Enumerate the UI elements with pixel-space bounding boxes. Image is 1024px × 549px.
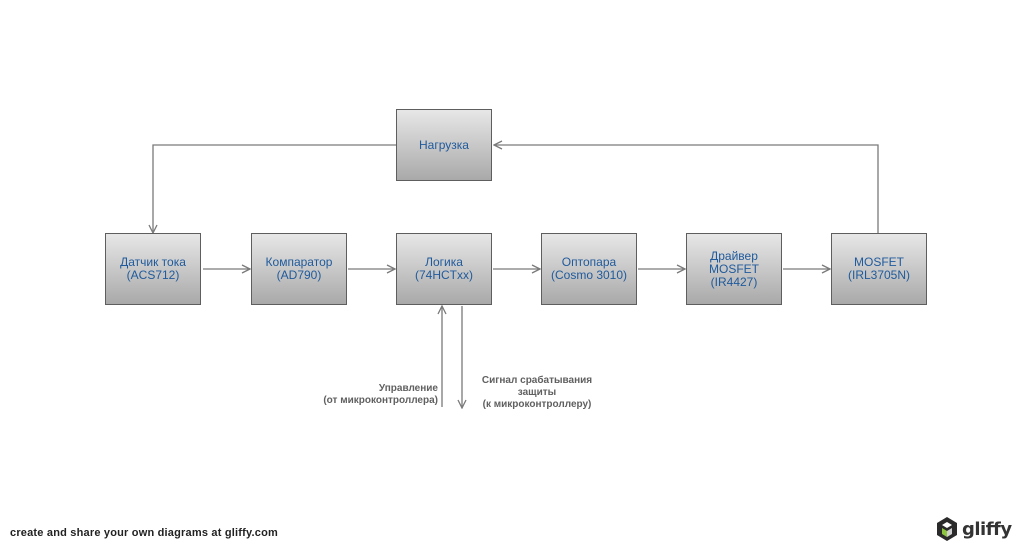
node-mosfet-part: (IRL3705N) [847, 268, 911, 282]
gliffy-logo[interactable]: gliffy [936, 514, 1020, 544]
edge-load-to-sensor [153, 144, 396, 233]
label-control: Управление (от микроконтроллера) [300, 383, 438, 407]
node-comparator-label: Компаратор [265, 255, 333, 269]
node-driver-label-2: MOSFET [709, 261, 759, 276]
node-mosfet[interactable]: MOSFET (IRL3705N) [831, 233, 927, 305]
node-comparator-part: (AD790) [276, 268, 322, 282]
footer-tagline[interactable]: create and share your own diagrams at gl… [10, 527, 278, 539]
node-logic-part: (74HCTxx) [414, 268, 473, 282]
node-optocoupler-label: Оптопара [561, 255, 617, 269]
label-protection-line2: защиты [517, 387, 557, 398]
node-current-sensor-part: (ACS712) [126, 268, 180, 282]
node-load[interactable]: Нагрузка [396, 109, 492, 181]
label-protection-line1: Сигнал срабатывания [481, 375, 593, 386]
node-current-sensor-label: Датчик тока [120, 255, 186, 269]
node-mosfet-label: MOSFET [854, 255, 904, 269]
node-driver-label: Драйвер [710, 248, 758, 263]
node-driver-part: (IR4427) [710, 274, 758, 289]
node-optocoupler-part: (Cosmo 3010) [550, 268, 628, 282]
gliffy-logo-icon [937, 517, 957, 541]
label-protection-line3: (к микроконтроллеру) [482, 399, 592, 410]
node-logic[interactable]: Логика (74HCTxx) [396, 233, 492, 305]
label-protection-signal: Сигнал срабатывания защиты (к микроконтр… [468, 375, 606, 411]
gliffy-logo-text: gliffy [962, 518, 1012, 540]
label-control-line1: Управление [378, 383, 438, 394]
node-logic-label: Логика [425, 255, 463, 269]
edge-mosfet-to-load [494, 145, 879, 233]
node-comparator[interactable]: Компаратор (AD790) [251, 233, 347, 305]
node-optocoupler[interactable]: Оптопара (Cosmo 3010) [541, 233, 637, 305]
label-control-line2: (от микроконтроллера) [323, 395, 438, 406]
node-current-sensor[interactable]: Датчик тока (ACS712) [105, 233, 201, 305]
node-load-label: Нагрузка [419, 137, 469, 152]
node-driver[interactable]: Драйвер MOSFET (IR4427) [686, 233, 782, 305]
